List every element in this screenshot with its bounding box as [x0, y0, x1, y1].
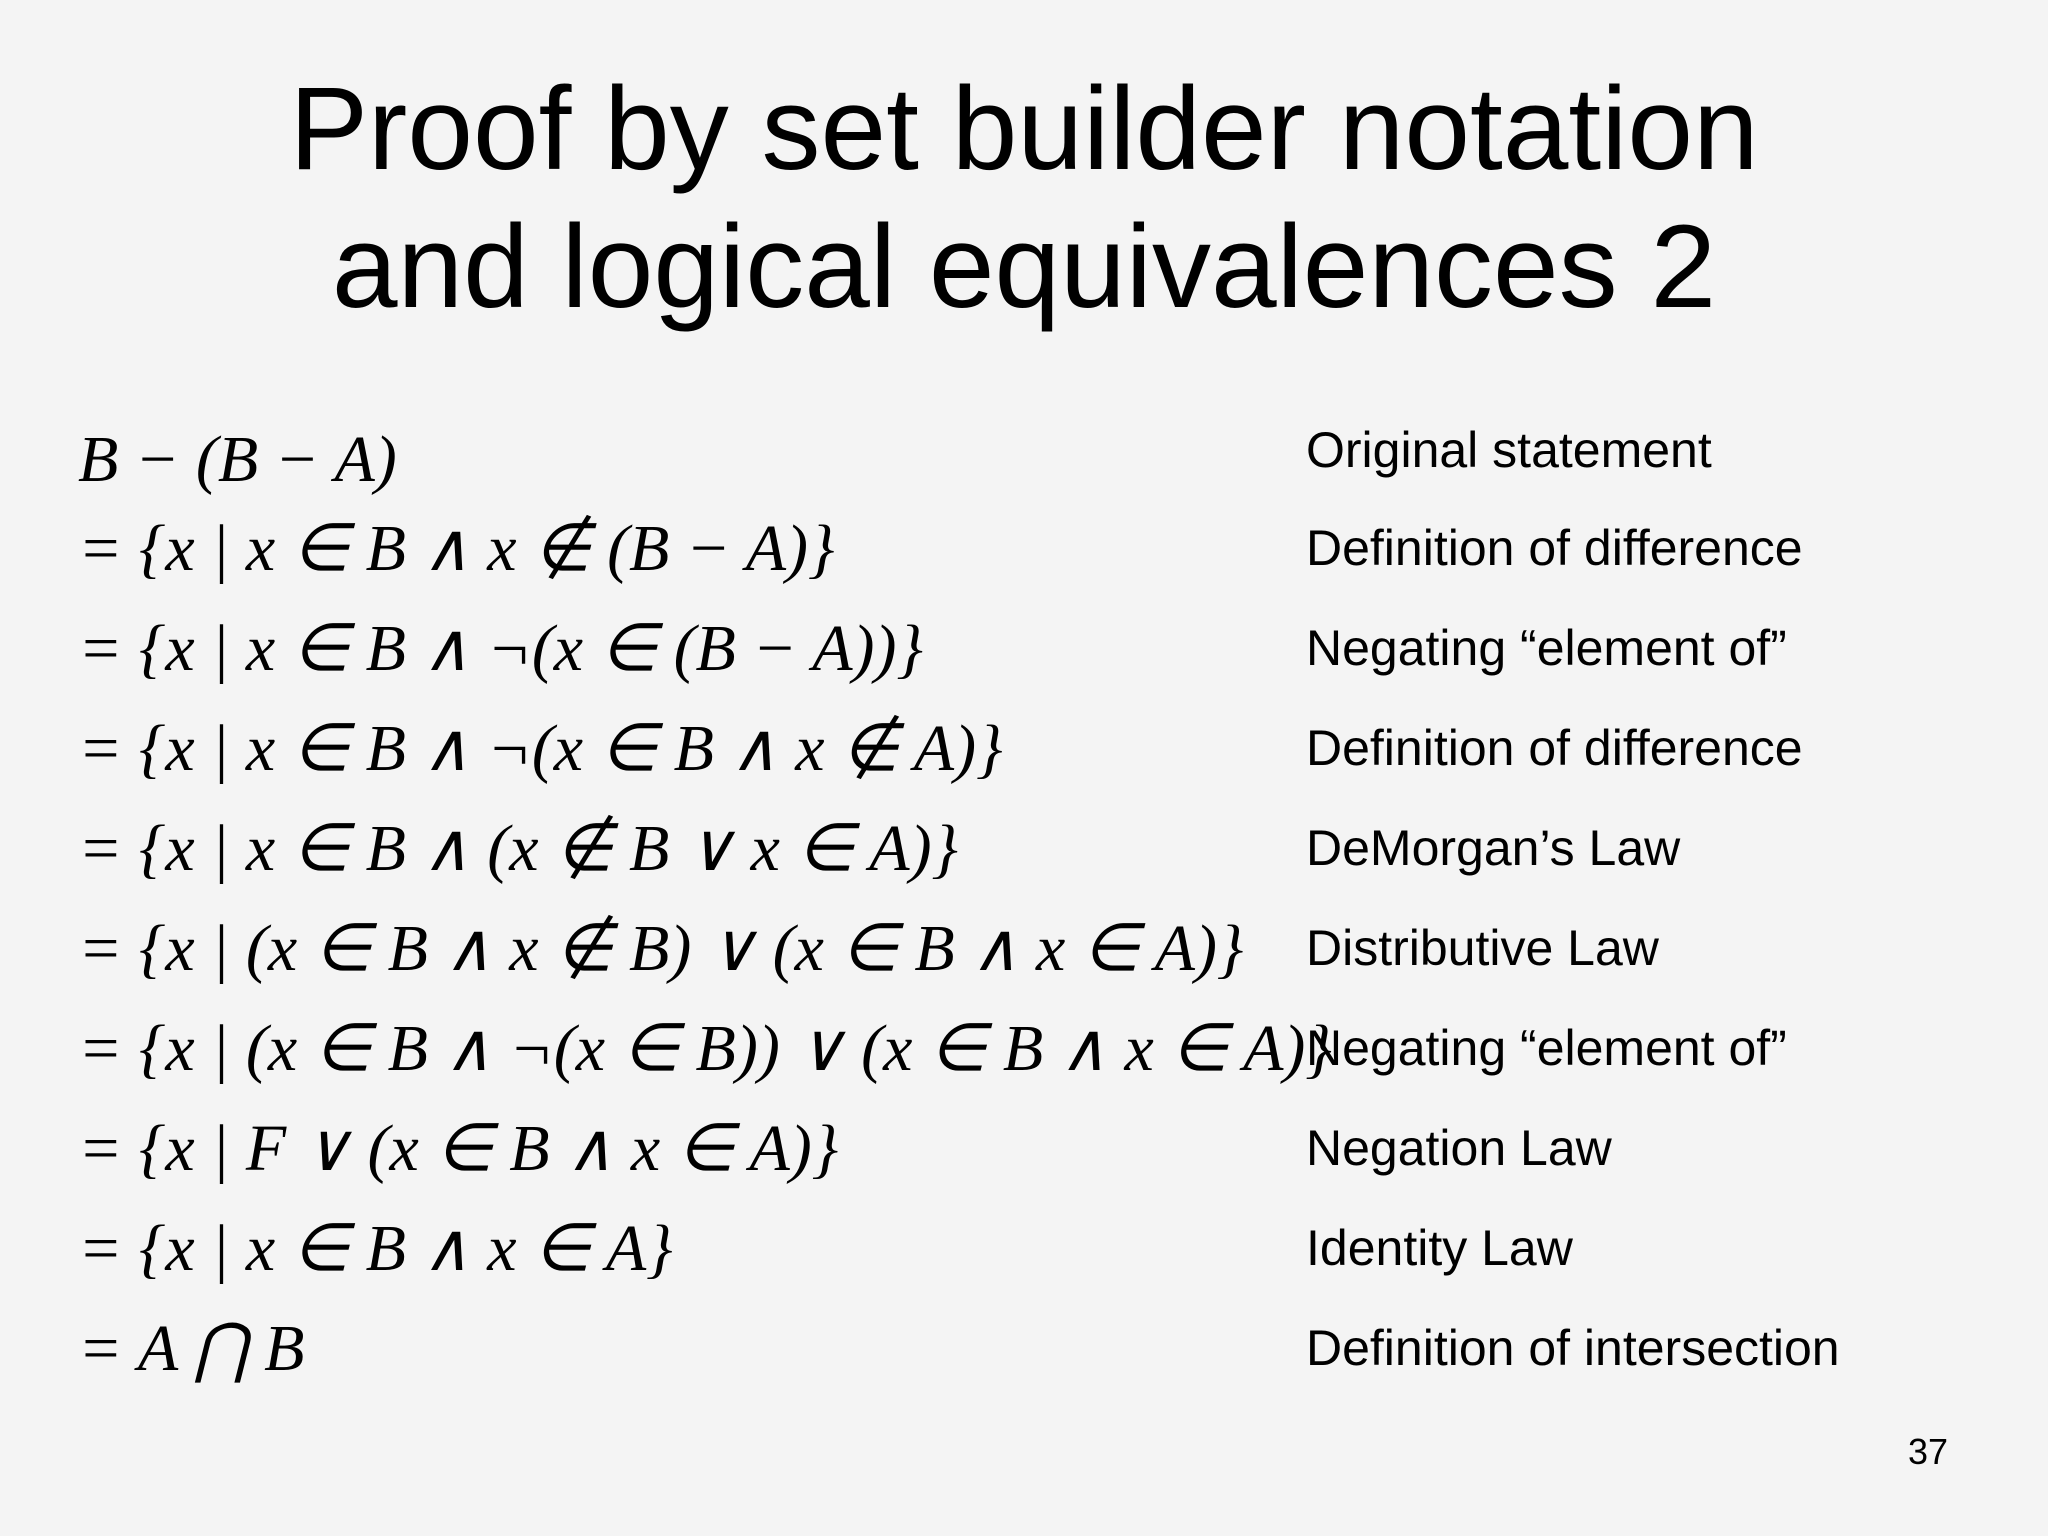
proof-step-reason: Negating “element of” — [1306, 620, 1787, 676]
proof-step-reason: Definition of difference — [1306, 720, 1803, 776]
proof-step-expression: = {x | x ∈ B ∧ x ∉ (B − A)} — [78, 512, 835, 585]
proof-step-expression: = {x | x ∈ B ∧ x ∈ A} — [78, 1212, 673, 1285]
proof-step-expression: = {x | (x ∈ B ∧ x ∉ B) ∨ (x ∈ B ∧ x ∈ A)… — [78, 912, 1244, 985]
proof-step-reason: Negating “element of” — [1306, 1020, 1787, 1076]
title-line-1: Proof by set builder notation — [289, 63, 1759, 195]
proof-step-expression: = {x | F ∨ (x ∈ B ∧ x ∈ A)} — [78, 1112, 839, 1185]
slide-title: Proof by set builder notation and logica… — [0, 60, 2048, 336]
title-line-2: and logical equivalences 2 — [331, 201, 1717, 333]
proof-step-expression: = {x | x ∈ B ∧ ¬(x ∈ B ∧ x ∉ A)} — [78, 712, 1003, 785]
proof-step-reason: Definition of intersection — [1306, 1320, 1840, 1376]
proof-step-expression: B − (B − A) — [78, 423, 397, 496]
proof-step-reason: Identity Law — [1306, 1220, 1573, 1276]
proof-step-expression: = {x | x ∈ B ∧ (x ∉ B ∨ x ∈ A)} — [78, 812, 958, 885]
proof-step-expression: = A ⋂ B — [78, 1312, 305, 1385]
proof-step-expression: = {x | x ∈ B ∧ ¬(x ∈ (B − A))} — [78, 612, 923, 685]
page-number: 37 — [1908, 1431, 1949, 1472]
proof-step-expression: = {x | (x ∈ B ∧ ¬(x ∈ B)) ∨ (x ∈ B ∧ x ∈… — [78, 1012, 1332, 1085]
proof-step-reason: Original statement — [1306, 422, 1712, 478]
proof-step-reason: Negation Law — [1306, 1120, 1612, 1176]
proof-step-reason: Definition of difference — [1306, 520, 1803, 576]
proof-step-reason: Distributive Law — [1306, 920, 1659, 976]
proof-step-reason: DeMorgan’s Law — [1306, 820, 1681, 876]
